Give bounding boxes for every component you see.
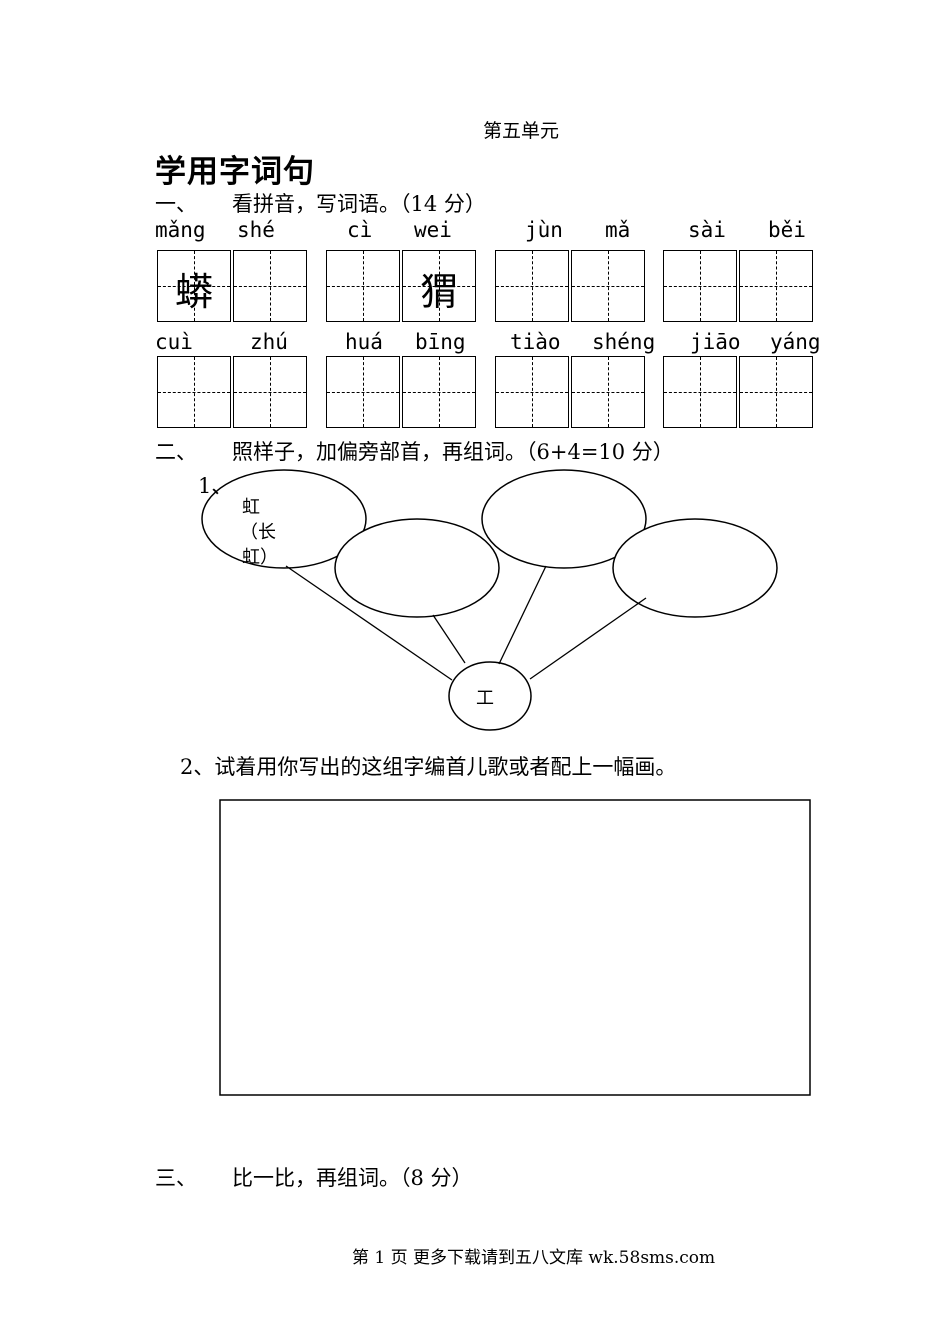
pinyin-label: shéng [592, 330, 656, 354]
drawing-area [219, 799, 811, 1096]
example-word: （长 [240, 522, 276, 543]
connector-line [432, 614, 466, 664]
pinyin-label: sài [688, 218, 726, 242]
center-circle [448, 661, 532, 731]
pinyin-label: mǎ [605, 218, 631, 242]
writing-box[interactable] [663, 356, 737, 428]
pinyin-label: jùn [525, 218, 563, 242]
connector-line [285, 565, 453, 681]
pinyin-label: yáng [770, 330, 821, 354]
q2-sub1-label: 1、 [198, 474, 233, 498]
writing-box[interactable] [233, 250, 307, 322]
pinyin-label: cì [347, 218, 373, 242]
written-char: 猬 [419, 270, 458, 314]
pinyin-label: bīng [415, 330, 466, 354]
q1-label: 一、 [155, 192, 197, 216]
writing-box[interactable] [663, 250, 737, 322]
writing-box[interactable] [495, 250, 569, 322]
section-title: 学用字词句 [155, 154, 315, 190]
writing-box[interactable]: 猬 [402, 250, 476, 322]
written-char: 蟒 [174, 270, 213, 314]
word-bubble-1 [201, 469, 367, 569]
pinyin-label: wei [414, 218, 452, 242]
writing-box[interactable] [326, 250, 400, 322]
page-footer: 第 1 页 更多下载请到五八文库 wk.58sms.com [352, 1248, 716, 1268]
unit-title: 第五单元 [483, 120, 560, 142]
writing-box[interactable] [739, 250, 813, 322]
connector-line [498, 565, 547, 665]
pinyin-label: huá [345, 330, 383, 354]
word-bubble-2 [334, 518, 500, 618]
writing-box[interactable] [233, 356, 307, 428]
q3-text: 比一比，再组词。（8 分） [232, 1166, 473, 1190]
pinyin-label: cuì [155, 330, 193, 354]
pinyin-label: shé [237, 218, 275, 242]
word-bubble-4 [612, 518, 778, 618]
center-char: 工 [476, 688, 494, 709]
writing-box[interactable] [739, 356, 813, 428]
writing-box[interactable] [326, 356, 400, 428]
q3-label: 三、 [155, 1166, 197, 1190]
word-bubble-3 [481, 469, 647, 569]
q1-text: 看拼音，写词语。（14 分） [232, 192, 486, 216]
pinyin-label: mǎng [155, 218, 206, 242]
writing-box[interactable] [571, 356, 645, 428]
writing-box[interactable]: 蟒 [157, 250, 231, 322]
pinyin-label: zhú [250, 330, 288, 354]
pinyin-label: běi [768, 218, 806, 242]
example-word: 虹） [242, 547, 278, 568]
q2-sub2: 2、试着用你写出的这组字编首儿歌或者配上一幅画。 [180, 755, 677, 779]
writing-box[interactable] [571, 250, 645, 322]
example-char: 虹 [242, 497, 260, 518]
q2-text: 照样子，加偏旁部首，再组词。（6+4=10 分） [232, 440, 674, 464]
connector-line [529, 597, 647, 680]
pinyin-label: tiào [510, 330, 561, 354]
writing-box[interactable] [157, 356, 231, 428]
pinyin-label: jiāo [690, 330, 741, 354]
q2-label: 二、 [155, 440, 197, 464]
writing-box[interactable] [495, 356, 569, 428]
writing-box[interactable] [402, 356, 476, 428]
